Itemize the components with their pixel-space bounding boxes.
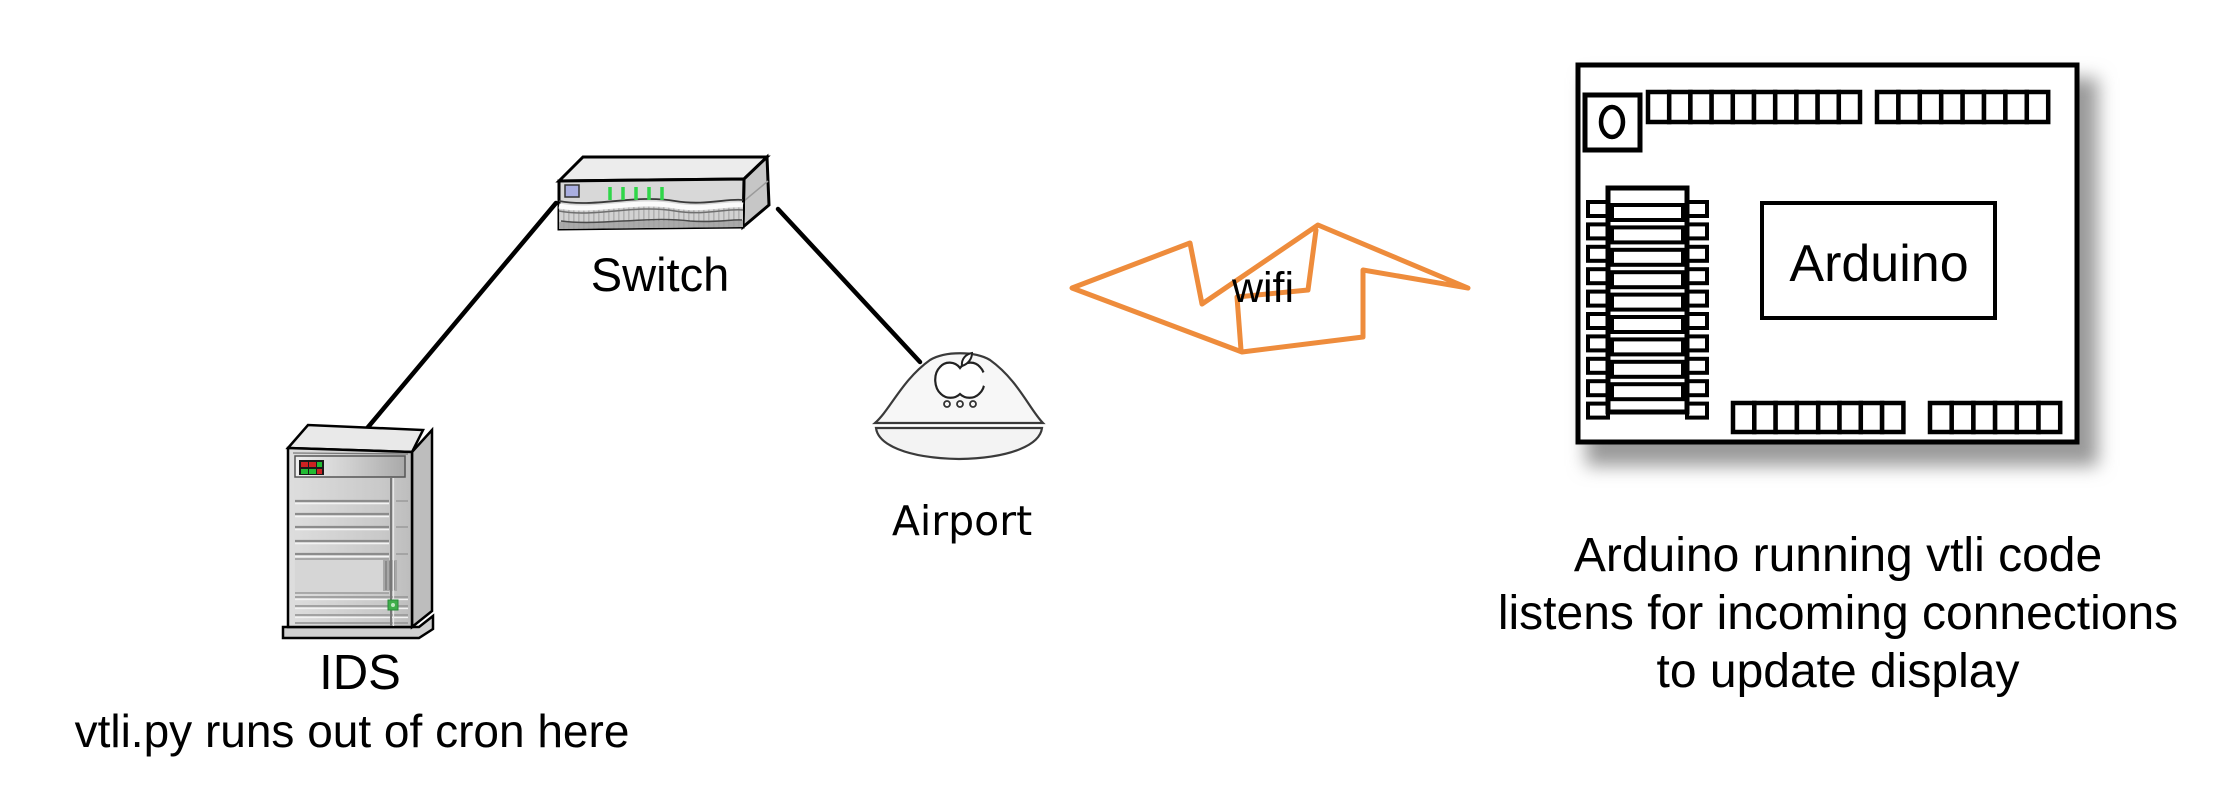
switch-display-icon	[564, 184, 580, 198]
arduino-board-icon	[1575, 62, 2098, 466]
arduino-caption: Arduino running vtli code listens for in…	[1498, 527, 2178, 701]
pin-header-top-left	[1645, 89, 1863, 125]
airport-indicator-dots-icon	[943, 400, 977, 408]
connection-line-ids-switch	[345, 200, 559, 454]
ids-label: IDS	[319, 646, 401, 700]
arduino-board-label: Arduino	[1789, 235, 1969, 293]
switch-device-icon	[555, 153, 771, 231]
connection-lines	[345, 200, 923, 454]
ids-status-leds-icon	[299, 460, 324, 475]
power-jack-icon	[1582, 92, 1643, 153]
ids-note: vtli.py runs out of cron here	[74, 705, 630, 757]
connection-line-switch-airport	[775, 206, 923, 365]
wifi-label: wifi	[1231, 264, 1295, 312]
pin-header-top-right	[1874, 89, 2051, 125]
airport-label: Airport	[891, 497, 1033, 545]
wifi-bolt-inner-lines	[1234, 227, 1319, 353]
wifi-bolt-icon	[1069, 222, 1471, 355]
wifi-bolt-outline	[1069, 222, 1471, 355]
ic-chip-icon	[1586, 185, 1709, 420]
switch-label: Switch	[590, 248, 730, 301]
arduino-caption-line1: Arduino running vtli code	[1573, 529, 2103, 582]
arduino-caption-line2: listens for incoming connections	[1497, 587, 2179, 640]
arduino-caption-line3: to update display	[1656, 645, 2020, 698]
pin-header-bottom-right	[1927, 400, 2063, 435]
ids-power-led-icon	[387, 599, 399, 611]
airport-base-station-icon	[872, 351, 1046, 461]
apple-logo-icon	[934, 351, 996, 399]
ids-server-icon	[281, 423, 435, 640]
pin-header-bottom-left	[1730, 400, 1906, 435]
switch-led-lights-icon	[608, 187, 664, 200]
arduino-label-box	[1760, 201, 1997, 320]
